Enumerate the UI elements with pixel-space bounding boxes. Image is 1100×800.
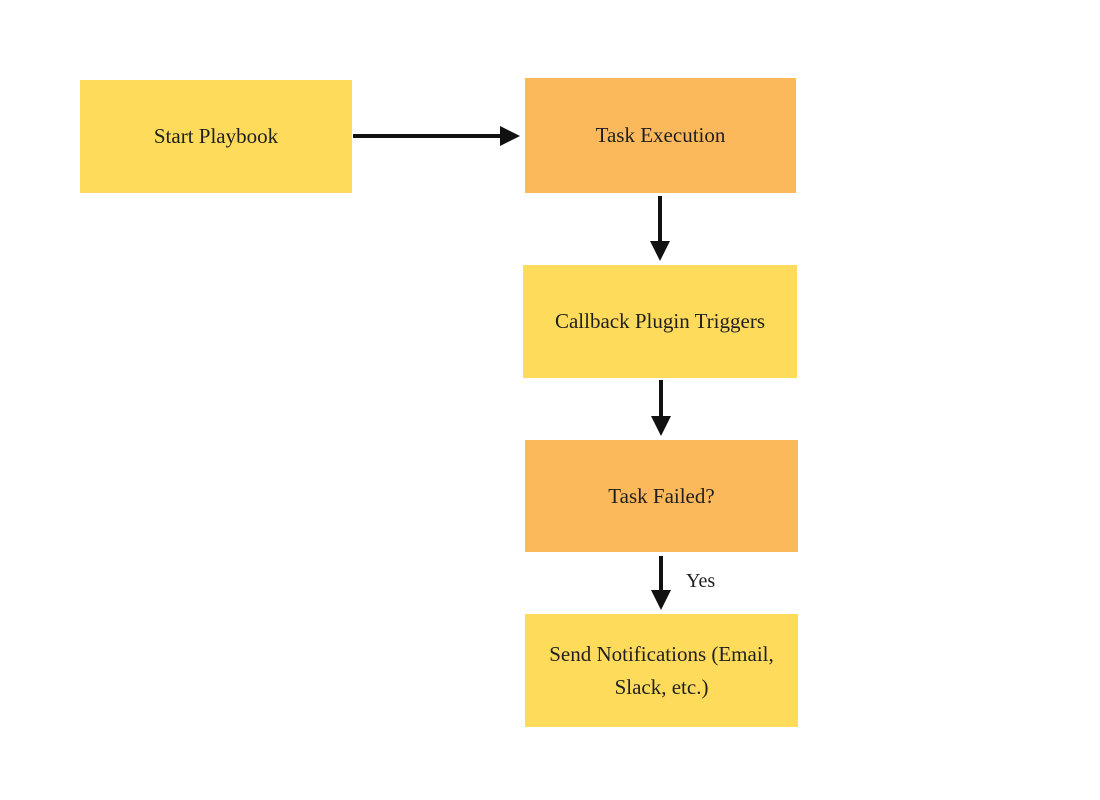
flowchart-node-task-execution: Task Execution [525,78,796,193]
node-label: Task Execution [595,123,726,148]
flowchart-node-send-notifications: Send Notifications (Email, Slack, etc.) [525,614,798,727]
flowchart-node-task-failed: Task Failed? [525,440,798,552]
node-label: Send Notifications (Email, Slack, etc.) [549,641,774,699]
node-label: Start Playbook [153,124,279,149]
flowchart-node-start-playbook: Start Playbook [80,80,352,193]
node-label: Callback Plugin Triggers [554,309,765,334]
edge-label-yes: Yes [686,570,716,592]
flowchart-node-callback-plugin-triggers: Callback Plugin Triggers [523,265,797,378]
node-label: Task Failed? [608,483,715,508]
